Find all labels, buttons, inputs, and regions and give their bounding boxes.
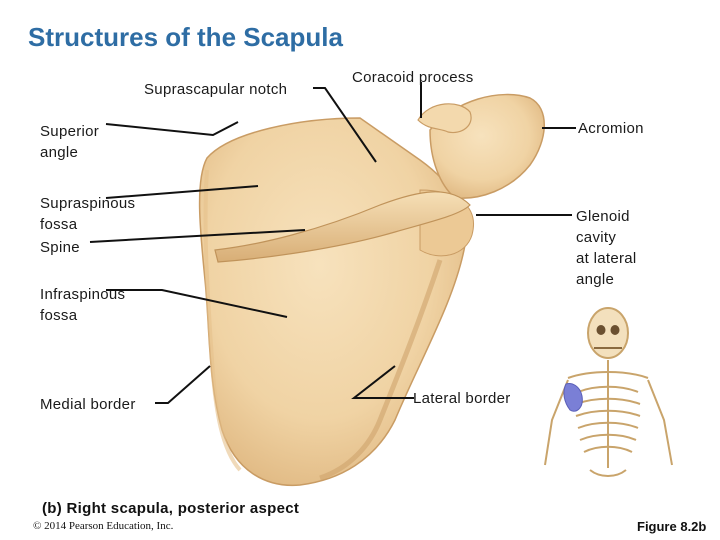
label-superior-angle: Superior angle bbox=[40, 123, 100, 161]
leader-infraspinous-fossa bbox=[106, 289, 288, 318]
spine-ridge bbox=[214, 191, 471, 263]
leader-spine bbox=[89, 229, 306, 243]
lateral-border-shade bbox=[319, 259, 443, 481]
leader-medial-border bbox=[155, 365, 211, 404]
coracoid-shape bbox=[417, 103, 472, 134]
label-glenoid-cavity: Glenoid cavity at lateral angle bbox=[576, 208, 637, 288]
figure-number: Figure 8.2b bbox=[637, 519, 707, 534]
leader-supraspinous-fossa bbox=[105, 185, 259, 199]
label-medial-border: Medial border bbox=[40, 396, 136, 413]
label-supraspinous-fossa: Supraspinous fossa bbox=[40, 195, 136, 233]
figure-caption: (b) Right scapula, posterior aspect bbox=[42, 500, 300, 517]
leader-superior-angle bbox=[105, 121, 239, 137]
leader-suprascapular-notch bbox=[313, 87, 377, 163]
label-acromion: Acromion bbox=[578, 120, 644, 137]
highlighted-scapula-thumbnail bbox=[563, 383, 583, 412]
label-lateral-border: Lateral border bbox=[413, 390, 511, 407]
copyright-notice: © 2014 Pearson Education, Inc. bbox=[33, 520, 174, 532]
skeleton-thumbnail bbox=[544, 307, 673, 477]
label-coracoid-process: Coracoid process bbox=[352, 69, 474, 86]
label-infraspinous-fossa: Infraspinous fossa bbox=[40, 286, 126, 324]
medial-border-shade bbox=[203, 169, 242, 472]
label-suprascapular-notch: Suprascapular notch bbox=[144, 81, 288, 98]
label-spine: Spine bbox=[40, 239, 80, 256]
leader-lateral-border bbox=[351, 365, 414, 399]
leader-lines bbox=[89, 82, 576, 404]
page-title: Structures of the Scapula bbox=[28, 22, 343, 52]
